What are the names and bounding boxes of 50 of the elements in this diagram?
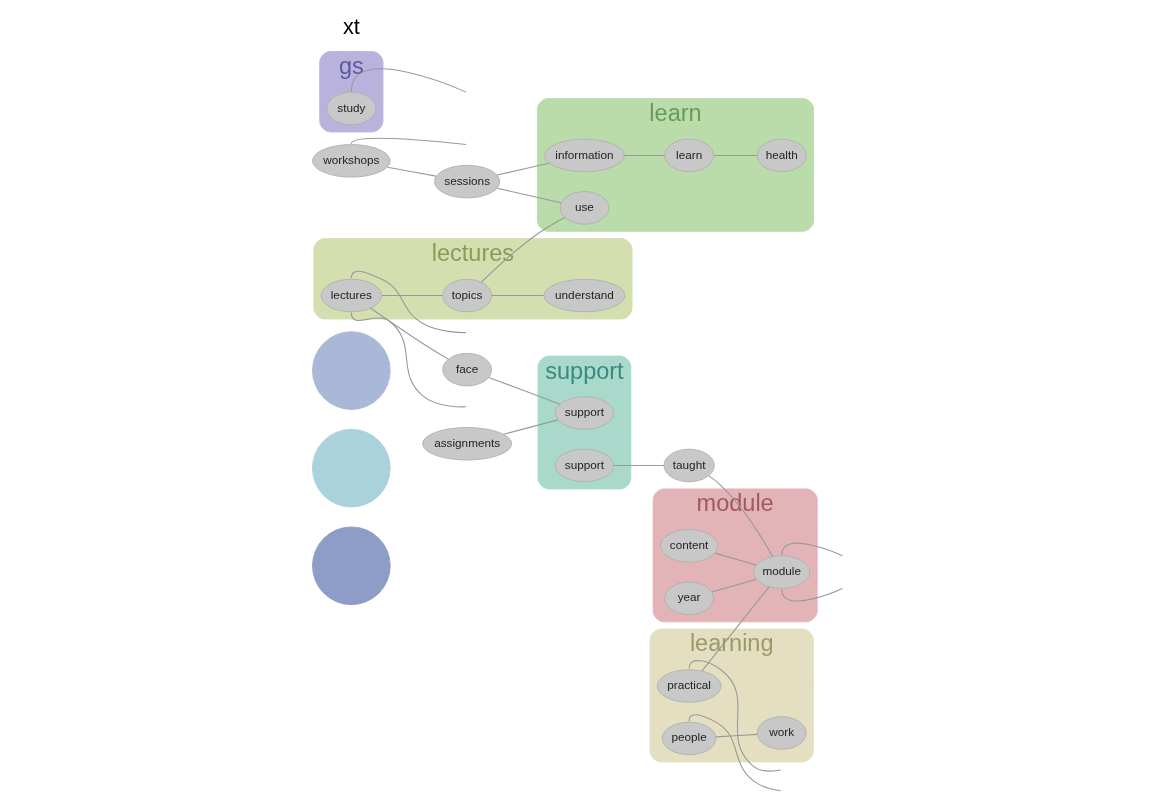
connector (708, 475, 774, 558)
connector (503, 419, 559, 435)
connector (711, 578, 757, 593)
node-ellipse: health (756, 138, 807, 173)
node-ellipse: lectures (320, 278, 383, 313)
connector (350, 137, 467, 146)
connector (386, 166, 437, 177)
node-ellipse: assignments (422, 427, 513, 461)
connector (381, 294, 444, 297)
node-ellipse: use (559, 191, 610, 225)
node-ellipse: face (442, 352, 492, 387)
connector (713, 154, 758, 156)
connector (781, 542, 843, 557)
connector (480, 216, 566, 283)
node-circle (312, 331, 391, 410)
node-ellipse: support (554, 448, 615, 483)
node-ellipse: year (664, 581, 714, 616)
node-ellipse: sessions (434, 164, 501, 199)
node-circle (312, 428, 391, 508)
connector (781, 587, 843, 602)
node-ellipse: workshops (312, 144, 391, 178)
node-ellipse: understand (543, 278, 626, 313)
connector (488, 376, 561, 405)
connector (491, 294, 545, 297)
node-ellipse: study (326, 91, 377, 126)
connector (496, 162, 550, 176)
node-ellipse: module (753, 555, 811, 589)
connector (624, 154, 666, 156)
label: xt (342, 13, 360, 39)
node-ellipse: learn (664, 138, 714, 173)
node-ellipse: support (554, 396, 615, 430)
node-ellipse: work (756, 716, 807, 750)
connector (688, 714, 782, 792)
connector (350, 68, 467, 93)
connector (613, 464, 665, 466)
node-ellipse: information (544, 138, 625, 173)
node-ellipse: people (661, 721, 717, 756)
node-ellipse: topics (442, 278, 492, 313)
node-circle (312, 526, 391, 606)
connector (350, 312, 467, 408)
node-ellipse: content (660, 529, 719, 563)
connector (496, 187, 562, 204)
connector (714, 552, 757, 566)
connector (350, 270, 467, 334)
node-ellipse: practical (656, 669, 722, 703)
node-ellipse: taught (663, 448, 715, 483)
connector (701, 586, 770, 672)
connector (688, 660, 782, 772)
connector (370, 307, 449, 360)
connector (715, 733, 758, 738)
